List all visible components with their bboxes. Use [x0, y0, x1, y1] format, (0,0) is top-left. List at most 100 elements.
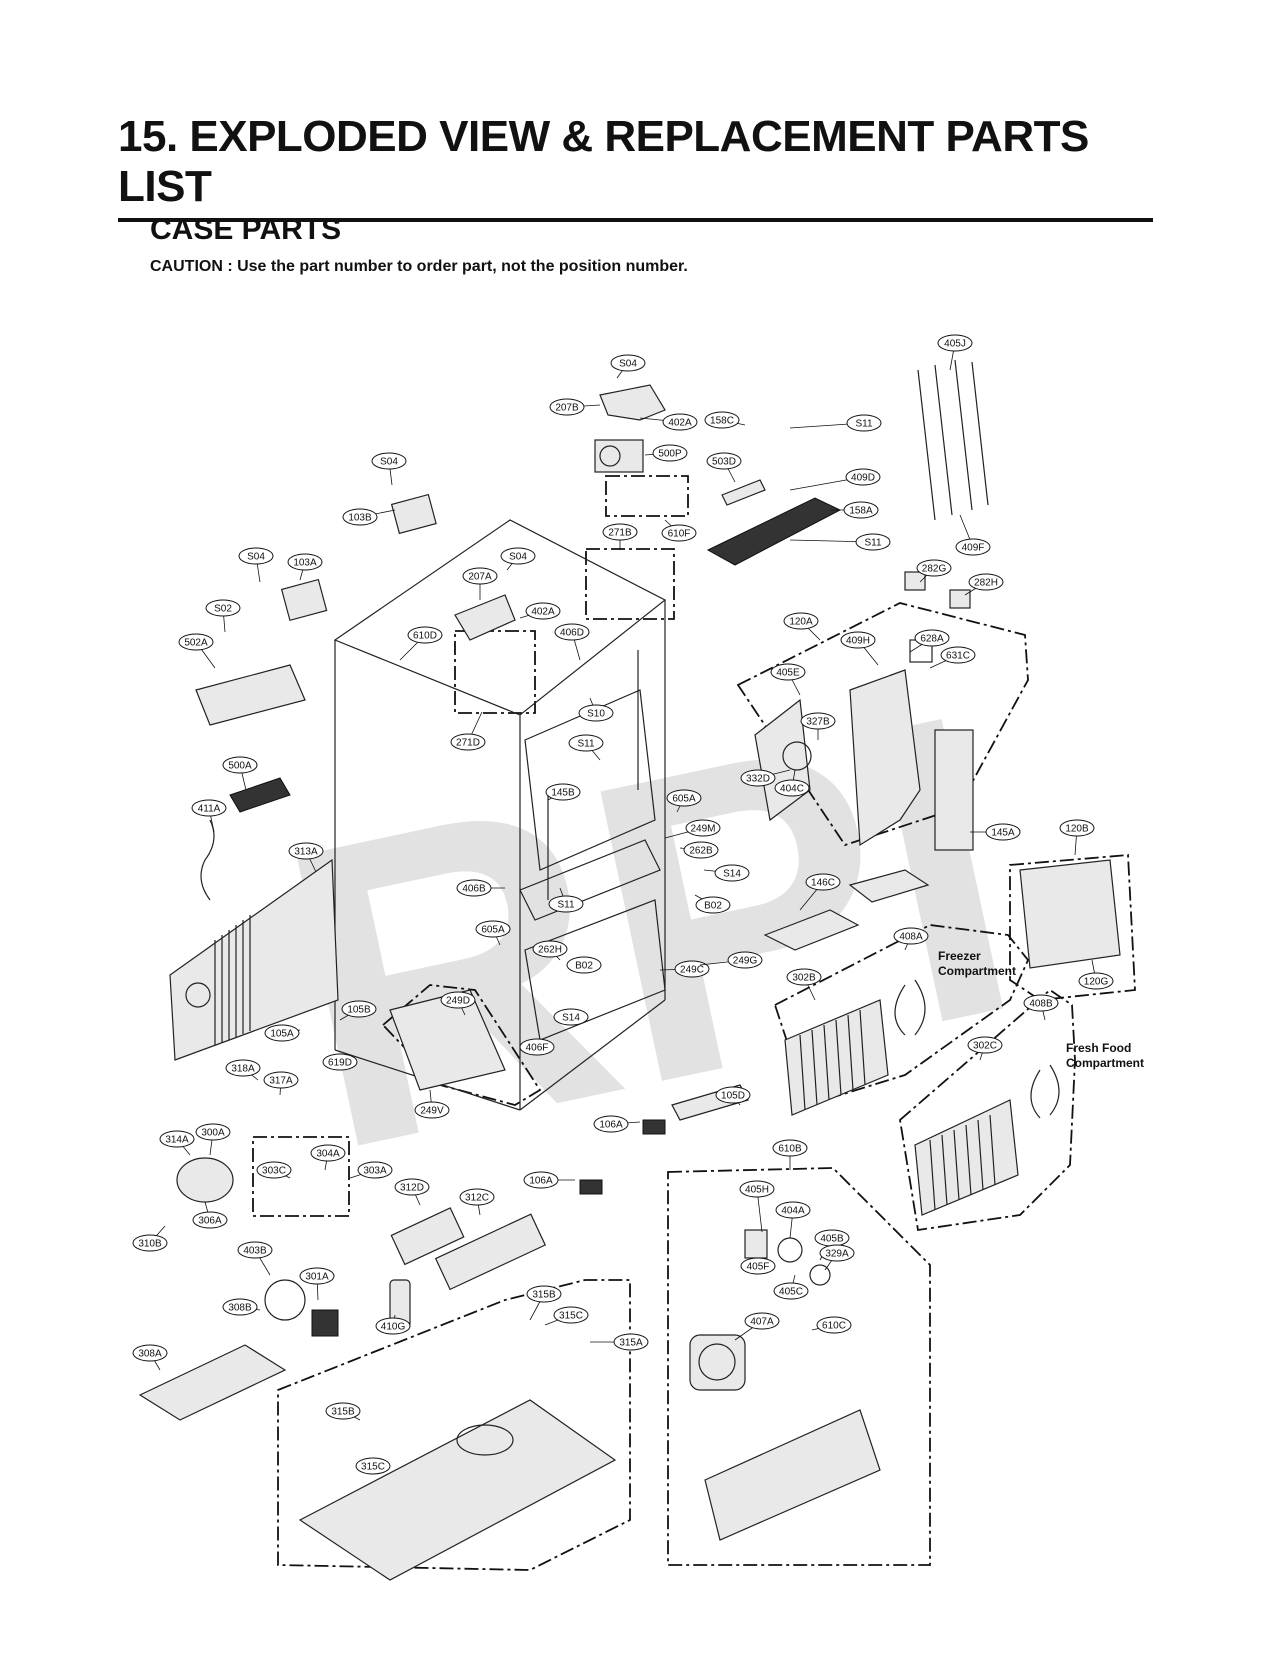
callout-s04: S04: [610, 354, 646, 379]
svg-text:315C: 315C: [559, 1311, 583, 1322]
callout-404c: 404C: [774, 769, 810, 797]
cover-312C: [434, 1213, 547, 1291]
cover-207B: [599, 384, 666, 421]
svg-text:301A: 301A: [305, 1272, 329, 1283]
svg-text:405B: 405B: [820, 1234, 844, 1245]
svg-text:315B: 315B: [331, 1407, 355, 1418]
small-parts: [138, 359, 1121, 1581]
svg-text:S11: S11: [577, 739, 594, 750]
svg-text:404C: 404C: [780, 784, 804, 795]
callout-409f: 409F: [955, 514, 991, 556]
svg-text:262B: 262B: [689, 846, 713, 857]
callout-103a: 103A: [287, 553, 323, 581]
cord-411A: [200, 819, 215, 901]
svg-text:282H: 282H: [974, 578, 998, 589]
svg-text:308B: 308B: [228, 1303, 252, 1314]
callout-405c: 405C: [773, 1274, 809, 1300]
svg-text:308A: 308A: [138, 1349, 162, 1360]
callout-315c: 315C: [544, 1306, 589, 1326]
svg-text:303A: 303A: [363, 1166, 387, 1177]
callout-408a: 408A: [893, 927, 929, 951]
callout-282g: 282G: [916, 559, 952, 583]
svg-text:315B: 315B: [532, 1290, 556, 1301]
note-freezer-line1: Freezer: [938, 949, 981, 963]
callout-310b: 310B: [132, 1225, 168, 1252]
callout-402a: 402A: [519, 602, 561, 620]
callout-403b: 403B: [237, 1241, 273, 1276]
svg-text:605A: 605A: [672, 794, 696, 805]
callout-145b: 145B: [545, 783, 581, 801]
callout-411a: 411A: [191, 799, 227, 833]
callout-262b: 262B: [679, 841, 719, 859]
callout-405e: 405E: [770, 663, 806, 696]
callout-b02: B02: [566, 956, 602, 974]
bracket-405H: [744, 1229, 768, 1259]
group-fresh-food: [899, 988, 1076, 1232]
callout-s14: S14: [703, 864, 750, 882]
svg-text:313A: 313A: [294, 847, 318, 858]
callout-s04: S04: [371, 452, 407, 486]
callout-405h: 405H: [739, 1180, 775, 1233]
callout-610c: 610C: [811, 1316, 852, 1334]
callout-249g: 249G: [699, 951, 763, 969]
rail-145A: [934, 729, 974, 851]
shelf-146C-2: [848, 869, 930, 903]
svg-text:249M: 249M: [690, 824, 715, 835]
svg-text:409D: 409D: [851, 473, 875, 484]
svg-text:406D: 406D: [560, 628, 584, 639]
group-303A: [252, 1136, 350, 1217]
callout-300a: 300A: [195, 1123, 231, 1156]
callout-406f: 406F: [519, 1038, 555, 1056]
callout-406d: 406D: [554, 623, 590, 661]
callout-312d: 312D: [394, 1178, 430, 1206]
svg-text:S04: S04: [619, 359, 637, 370]
svg-text:406B: 406B: [462, 884, 486, 895]
svg-text:406F: 406F: [526, 1043, 549, 1054]
svg-text:605A: 605A: [481, 925, 505, 936]
svg-text:105B: 105B: [347, 1005, 371, 1016]
callout-302c: 302C: [967, 1036, 1003, 1061]
svg-text:408A: 408A: [899, 932, 923, 943]
svg-text:249C: 249C: [680, 965, 704, 976]
callout-409h: 409H: [840, 631, 879, 666]
callout-207a: 207A: [462, 567, 498, 600]
note-freezer-line2: Compartment: [938, 964, 1016, 978]
svg-text:312C: 312C: [465, 1193, 489, 1204]
page-title: 15. EXPLODED VIEW & REPLACEMENT PARTS LI…: [118, 112, 1153, 222]
svg-text:405H: 405H: [745, 1185, 769, 1196]
duct-cover-610B: [704, 1409, 881, 1541]
svg-text:500P: 500P: [658, 449, 682, 460]
callout-308a: 308A: [132, 1344, 168, 1371]
foot-106A: [642, 1119, 666, 1135]
svg-text:249G: 249G: [733, 956, 758, 967]
svg-text:120A: 120A: [789, 617, 813, 628]
callout-605a: 605A: [666, 789, 702, 813]
svg-text:S04: S04: [247, 552, 265, 563]
callout-249d: 249D: [440, 991, 476, 1016]
callout-315b: 315B: [325, 1402, 361, 1421]
svg-text:120B: 120B: [1065, 824, 1089, 835]
svg-text:S04: S04: [509, 552, 527, 563]
callout-500a: 500A: [222, 756, 258, 791]
svg-text:409H: 409H: [846, 636, 870, 647]
svg-text:628A: 628A: [920, 634, 944, 645]
svg-text:262H: 262H: [538, 945, 562, 956]
svg-text:S11: S11: [855, 419, 872, 430]
svg-text:409F: 409F: [962, 543, 985, 554]
callout-502a: 502A: [178, 633, 216, 669]
callout-610d: 610D: [399, 626, 443, 661]
callout-s10: S10: [578, 697, 614, 722]
svg-text:404A: 404A: [781, 1206, 805, 1217]
callout-315a: 315A: [590, 1333, 649, 1351]
part-282G: [904, 571, 926, 591]
svg-text:403B: 403B: [243, 1246, 267, 1257]
svg-text:145B: 145B: [551, 788, 575, 799]
board-503D: [721, 479, 766, 506]
part-282H: [949, 589, 971, 609]
svg-text:S11: S11: [864, 538, 881, 549]
evaporator-302C: [914, 1099, 1019, 1216]
callout-409d: 409D: [789, 468, 881, 491]
svg-text:249V: 249V: [420, 1106, 444, 1117]
svg-text:310B: 310B: [138, 1239, 162, 1250]
